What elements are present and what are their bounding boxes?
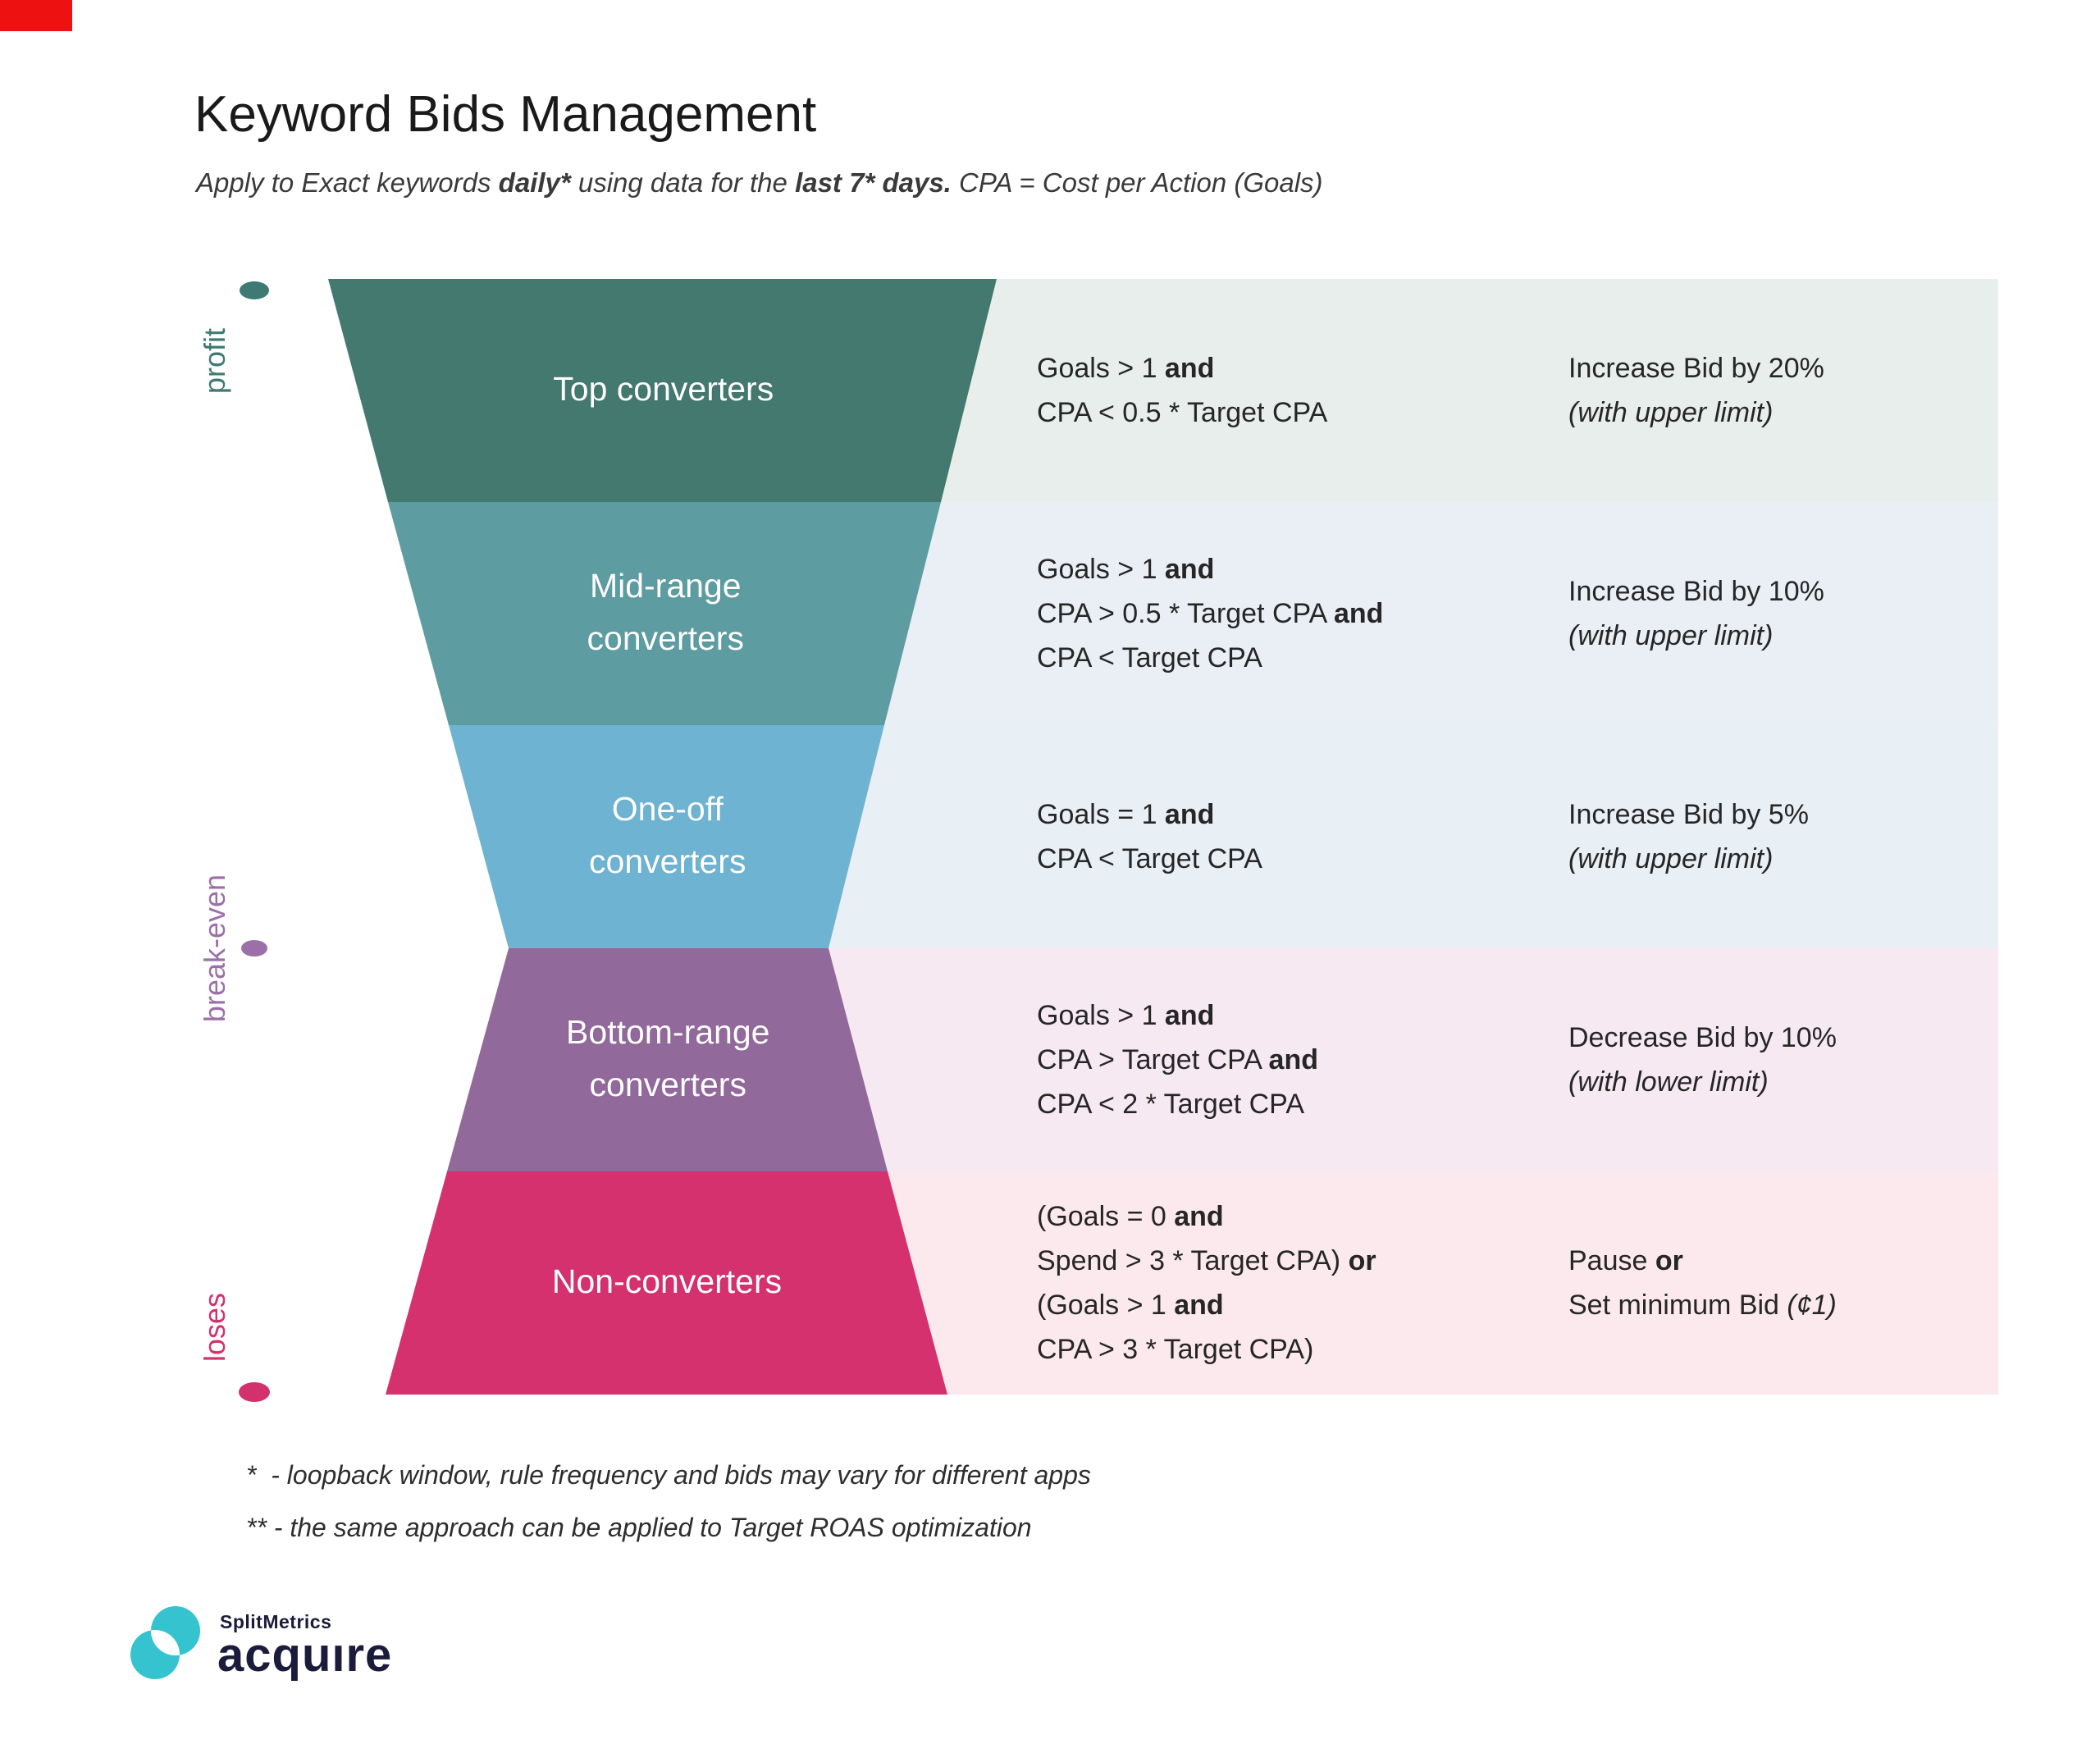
subtitle-segment-bold: last 7* days. <box>795 167 952 198</box>
text-line: (with upper limit) <box>1568 397 1774 428</box>
footnote-1: * - loopback window, rule frequency and … <box>246 1460 1091 1490</box>
band-label-bottom-range-converters: Bottom-range converters <box>356 1006 979 1111</box>
footnote-2: ** - the same approach can be applied to… <box>246 1513 1032 1542</box>
funnel-band-one-off-converters <box>449 725 884 948</box>
text-line: Set minimum Bid (¢1) <box>1568 1290 1837 1321</box>
row-tint-bottom-range-converters <box>829 948 1998 1171</box>
row-tint-layer <box>829 279 1998 1395</box>
subtitle-segment: CPA = Cost per Action (Goals) <box>951 167 1323 198</box>
band-label-non-converters: Non-converters <box>355 1255 979 1308</box>
funnel-band-bottom-range-converters <box>447 948 888 1171</box>
row-action-one-off-converters: Increase Bid by 5% (with upper limit) <box>1568 792 2028 881</box>
text-line: (with lower limit) <box>1568 1066 1769 1098</box>
text-line: (with upper limit) <box>1568 843 1774 874</box>
text-line: CPA > 0.5 * Target CPA and <box>1037 598 1384 629</box>
text-line: Increase Bid by 20% <box>1568 353 1824 384</box>
subtitle-segment: using data for the <box>570 167 796 198</box>
row-action-bottom-range-converters: Decrease Bid by 10% (with lower limit) <box>1568 1016 2028 1104</box>
text-line: Pause or <box>1568 1245 1683 1276</box>
row-tint-non-converters <box>888 1171 1998 1395</box>
band-label-line: One-off <box>611 790 724 828</box>
band-label-top-converters: Top converters <box>352 363 975 415</box>
band-label-mid-range-converters: Mid-range converters <box>354 559 977 664</box>
text-line: Increase Bid by 10% <box>1568 576 1824 607</box>
row-tint-top-converters <box>941 279 1998 502</box>
row-action-top-converters: Increase Bid by 20% (with upper limit) <box>1568 346 2028 435</box>
text-line: CPA < 0.5 * Target CPA <box>1037 397 1328 428</box>
text-line: Goals = 1 and <box>1037 799 1215 830</box>
row-action-mid-range-converters: Increase Bid by 10% (with upper limit) <box>1568 569 2028 658</box>
band-label-line: converters <box>589 1066 746 1103</box>
text-line: Goals > 1 and <box>1037 554 1215 585</box>
text-line: CPA < 2 * Target CPA <box>1037 1089 1305 1120</box>
splitmetrics-logo-icon <box>130 1606 200 1679</box>
logo-brand-text: SplitMetrics <box>220 1611 332 1632</box>
subtitle-segment-bold: daily* <box>498 167 571 198</box>
text-line: (with upper limit) <box>1568 620 1774 651</box>
screen-corner-red-strip <box>0 0 72 31</box>
text-line: (Goals = 0 and <box>1037 1201 1224 1232</box>
row-tint-one-off-converters <box>829 725 1998 948</box>
text-line: Goals > 1 and <box>1037 353 1215 384</box>
funnel-band-layer <box>328 279 997 1395</box>
band-label-line: Non-converters <box>551 1262 783 1300</box>
text-line: CPA < Target CPA <box>1037 642 1262 673</box>
band-label-line: Mid-range <box>589 567 742 605</box>
page-subtitle: Apply to Exact keywords daily* using dat… <box>196 167 1323 199</box>
page-title: Keyword Bids Management <box>194 86 817 143</box>
logo-product-text: acquıre <box>217 1628 393 1682</box>
text-line: Decrease Bid by 10% <box>1568 1022 1837 1053</box>
axis-label-break-even: break-even <box>198 874 231 1023</box>
axis-dot-break-even <box>241 940 267 956</box>
band-label-line: Bottom-range <box>566 1013 770 1051</box>
funnel-band-non-converters <box>386 1171 947 1395</box>
axis-dot-profit <box>240 281 269 299</box>
text-line: CPA > Target CPA and <box>1037 1044 1318 1075</box>
axis-label-loses: loses <box>198 1292 231 1363</box>
subtitle-segment: Apply to Exact keywords <box>196 167 499 198</box>
text-line: Goals > 1 and <box>1037 1000 1215 1031</box>
text-line: Increase Bid by 5% <box>1568 799 1809 830</box>
text-line: CPA > 3 * Target CPA) <box>1037 1334 1314 1365</box>
band-label-line: converters <box>589 842 746 880</box>
text-line: Spend > 3 * Target CPA) or <box>1037 1245 1376 1276</box>
row-tint-mid-range-converters <box>884 502 1998 725</box>
axis-dot-loses <box>239 1382 270 1402</box>
axis-label-profit: profit <box>198 327 231 395</box>
band-label-one-off-converters: One-off converters <box>356 783 979 888</box>
funnel-band-top-converters <box>328 279 997 502</box>
band-label-line: Top converters <box>553 370 774 408</box>
band-label-line: converters <box>587 619 744 657</box>
text-line: (Goals > 1 and <box>1037 1290 1224 1321</box>
row-action-non-converters: Pause or Set minimum Bid (¢1) <box>1568 1239 2028 1327</box>
funnel-band-mid-range-converters <box>388 502 941 725</box>
text-line: CPA < Target CPA <box>1037 843 1262 874</box>
